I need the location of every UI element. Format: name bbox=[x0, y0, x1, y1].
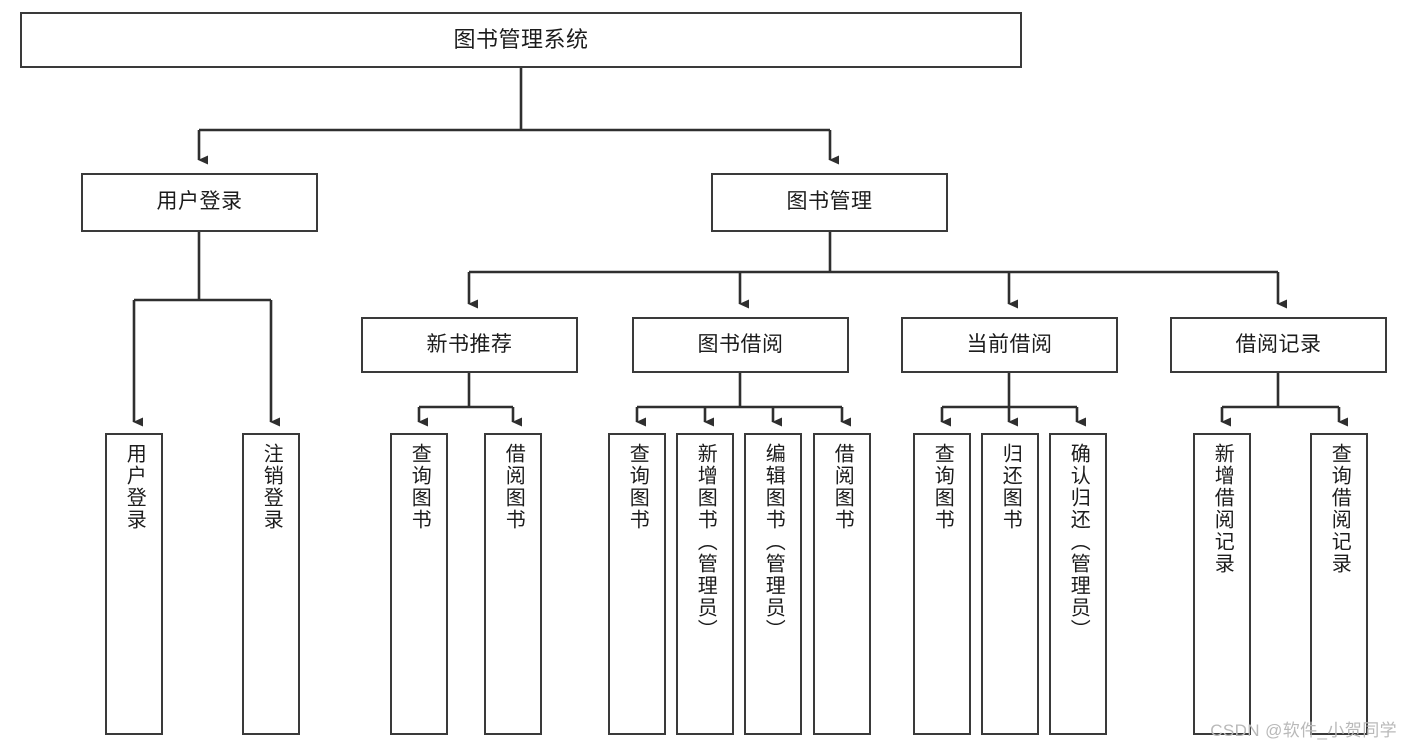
node-label: 图书管理 bbox=[786, 190, 873, 214]
node-label: 查询图书 bbox=[931, 443, 954, 531]
csdn-watermark: CSDN @软件_小贺同学 bbox=[1210, 721, 1397, 740]
leaf-add-borrow-record[interactable]: 新增借阅记录 bbox=[1193, 433, 1251, 735]
leaf-add-book-admin[interactable]: 新增图书（管理员） bbox=[676, 433, 734, 735]
node-user-login[interactable]: 用户登录 bbox=[81, 173, 318, 232]
node-book-management[interactable]: 图书管理 bbox=[711, 173, 948, 232]
node-label: 新增借阅记录 bbox=[1211, 443, 1234, 575]
leaf-query-book-current[interactable]: 查询图书 bbox=[913, 433, 971, 735]
node-label: 新书推荐 bbox=[426, 332, 513, 356]
node-label: 图书借阅 bbox=[697, 332, 784, 356]
node-label: 编辑图书（管理员） bbox=[762, 443, 785, 641]
leaf-confirm-return-admin[interactable]: 确认归还（管理员） bbox=[1049, 433, 1107, 735]
leaf-edit-book-admin[interactable]: 编辑图书（管理员） bbox=[744, 433, 802, 735]
node-label: 借阅图书 bbox=[831, 443, 854, 531]
leaf-borrow-book[interactable]: 借阅图书 bbox=[813, 433, 871, 735]
node-label: 当前借阅 bbox=[966, 332, 1053, 356]
node-label: 借阅记录 bbox=[1235, 332, 1322, 356]
leaf-user-login[interactable]: 用户登录 bbox=[105, 433, 163, 735]
node-label: 新增图书（管理员） bbox=[694, 443, 717, 641]
node-current-borrow[interactable]: 当前借阅 bbox=[901, 317, 1118, 373]
leaf-logout-login[interactable]: 注销登录 bbox=[242, 433, 300, 735]
node-label: 用户登录 bbox=[123, 443, 146, 531]
node-borrow-record[interactable]: 借阅记录 bbox=[1170, 317, 1387, 373]
node-new-book-recommend[interactable]: 新书推荐 bbox=[361, 317, 578, 373]
node-root-book-management-system[interactable]: 图书管理系统 bbox=[20, 12, 1022, 68]
leaf-query-book-borrow[interactable]: 查询图书 bbox=[608, 433, 666, 735]
node-label: 查询图书 bbox=[408, 443, 431, 531]
node-label: 注销登录 bbox=[260, 443, 283, 531]
node-label: 用户登录 bbox=[156, 190, 243, 214]
node-label: 查询借阅记录 bbox=[1328, 443, 1351, 575]
node-label: 查询图书 bbox=[626, 443, 649, 531]
leaf-return-book[interactable]: 归还图书 bbox=[981, 433, 1039, 735]
leaf-borrow-book-recommend[interactable]: 借阅图书 bbox=[484, 433, 542, 735]
leaf-query-book-recommend[interactable]: 查询图书 bbox=[390, 433, 448, 735]
node-label: 借阅图书 bbox=[502, 443, 525, 531]
node-label: 归还图书 bbox=[999, 443, 1022, 531]
node-label: 图书管理系统 bbox=[453, 27, 589, 53]
leaf-query-borrow-record[interactable]: 查询借阅记录 bbox=[1310, 433, 1368, 735]
node-book-borrow[interactable]: 图书借阅 bbox=[632, 317, 849, 373]
node-label: 确认归还（管理员） bbox=[1067, 443, 1090, 641]
